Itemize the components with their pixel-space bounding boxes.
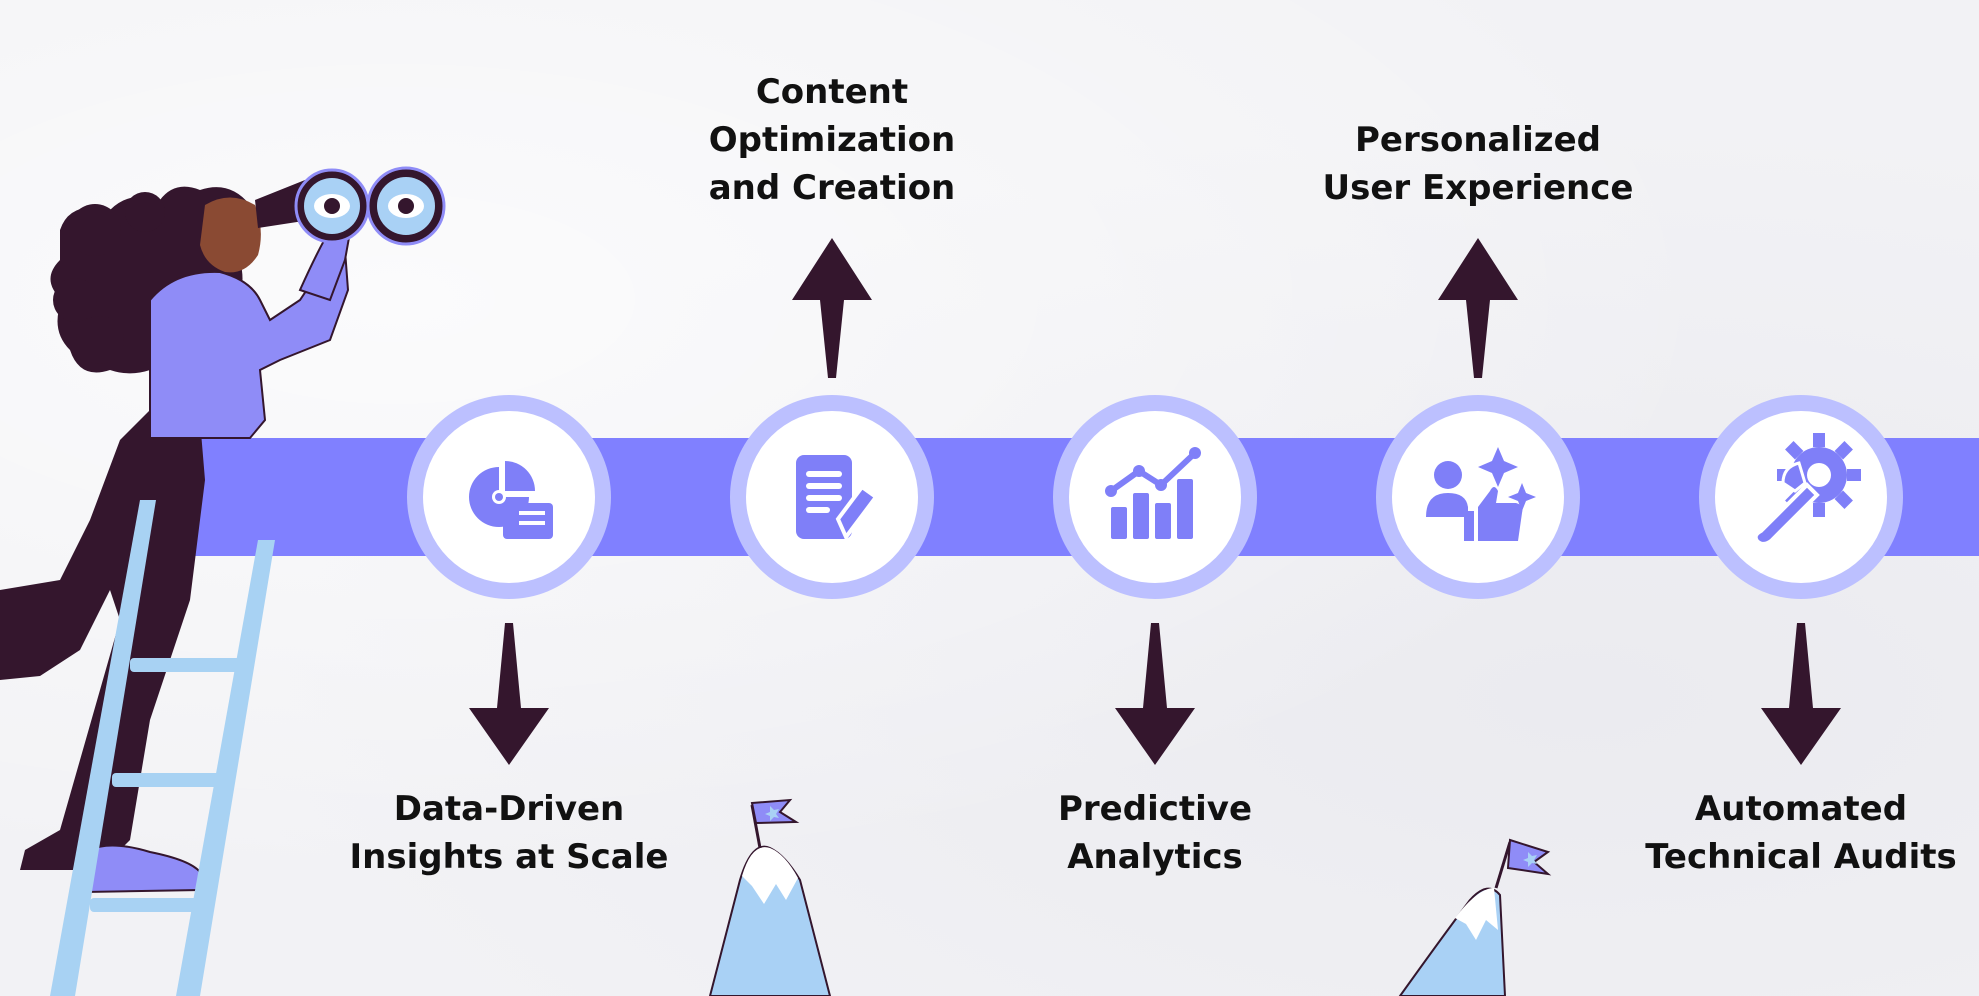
stage-label-line: Content — [755, 72, 909, 112]
pie-chart-report-icon — [469, 461, 553, 539]
gear-wrench-icon — [1753, 433, 1861, 546]
stage-nodes — [407, 395, 1903, 599]
stage-label-line: Personalized — [1355, 120, 1601, 160]
stage-node-predictive-analytics — [1053, 395, 1257, 599]
ladder — [50, 500, 275, 996]
mountain-flag-left — [708, 798, 832, 996]
stage-disc — [1069, 411, 1241, 583]
mountain-flag-right — [1398, 838, 1552, 996]
user-thumbs-up-sparkle-icon — [1426, 447, 1536, 541]
stage-disc — [1392, 411, 1564, 583]
arrow-down-data-driven-insights — [469, 623, 549, 765]
bar-trend-chart-icon — [1105, 447, 1201, 539]
document-pen-icon — [796, 455, 879, 541]
arrow-down-automated-audits — [1761, 623, 1841, 765]
stage-label-line: Technical Audits — [1645, 837, 1957, 877]
arrow-down-predictive-analytics — [1115, 623, 1195, 765]
arrow-up-personalized-ux — [1438, 238, 1518, 378]
binoculars — [255, 166, 446, 246]
stage-label-line: and Creation — [708, 168, 956, 208]
stage-node-content-optimization — [730, 395, 934, 599]
stage-label-line: Insights at Scale — [349, 837, 669, 877]
arrow-up-content-optimization — [792, 238, 872, 378]
stage-node-automated-audits — [1699, 395, 1903, 599]
stage-label-line: Predictive — [1057, 789, 1253, 829]
stage-label-line: Automated — [1694, 789, 1908, 829]
stage-node-data-driven-insights — [407, 395, 611, 599]
stage-label-line: Optimization — [708, 120, 956, 160]
stage-label-line: User Experience — [1322, 168, 1634, 208]
stage-node-personalized-ux — [1376, 395, 1580, 599]
stage-arrows — [469, 238, 1841, 765]
stage-label-line: Analytics — [1067, 837, 1243, 877]
woman-with-binoculars-illustration — [0, 166, 446, 996]
stage-label-line: Data-Driven — [393, 789, 625, 829]
